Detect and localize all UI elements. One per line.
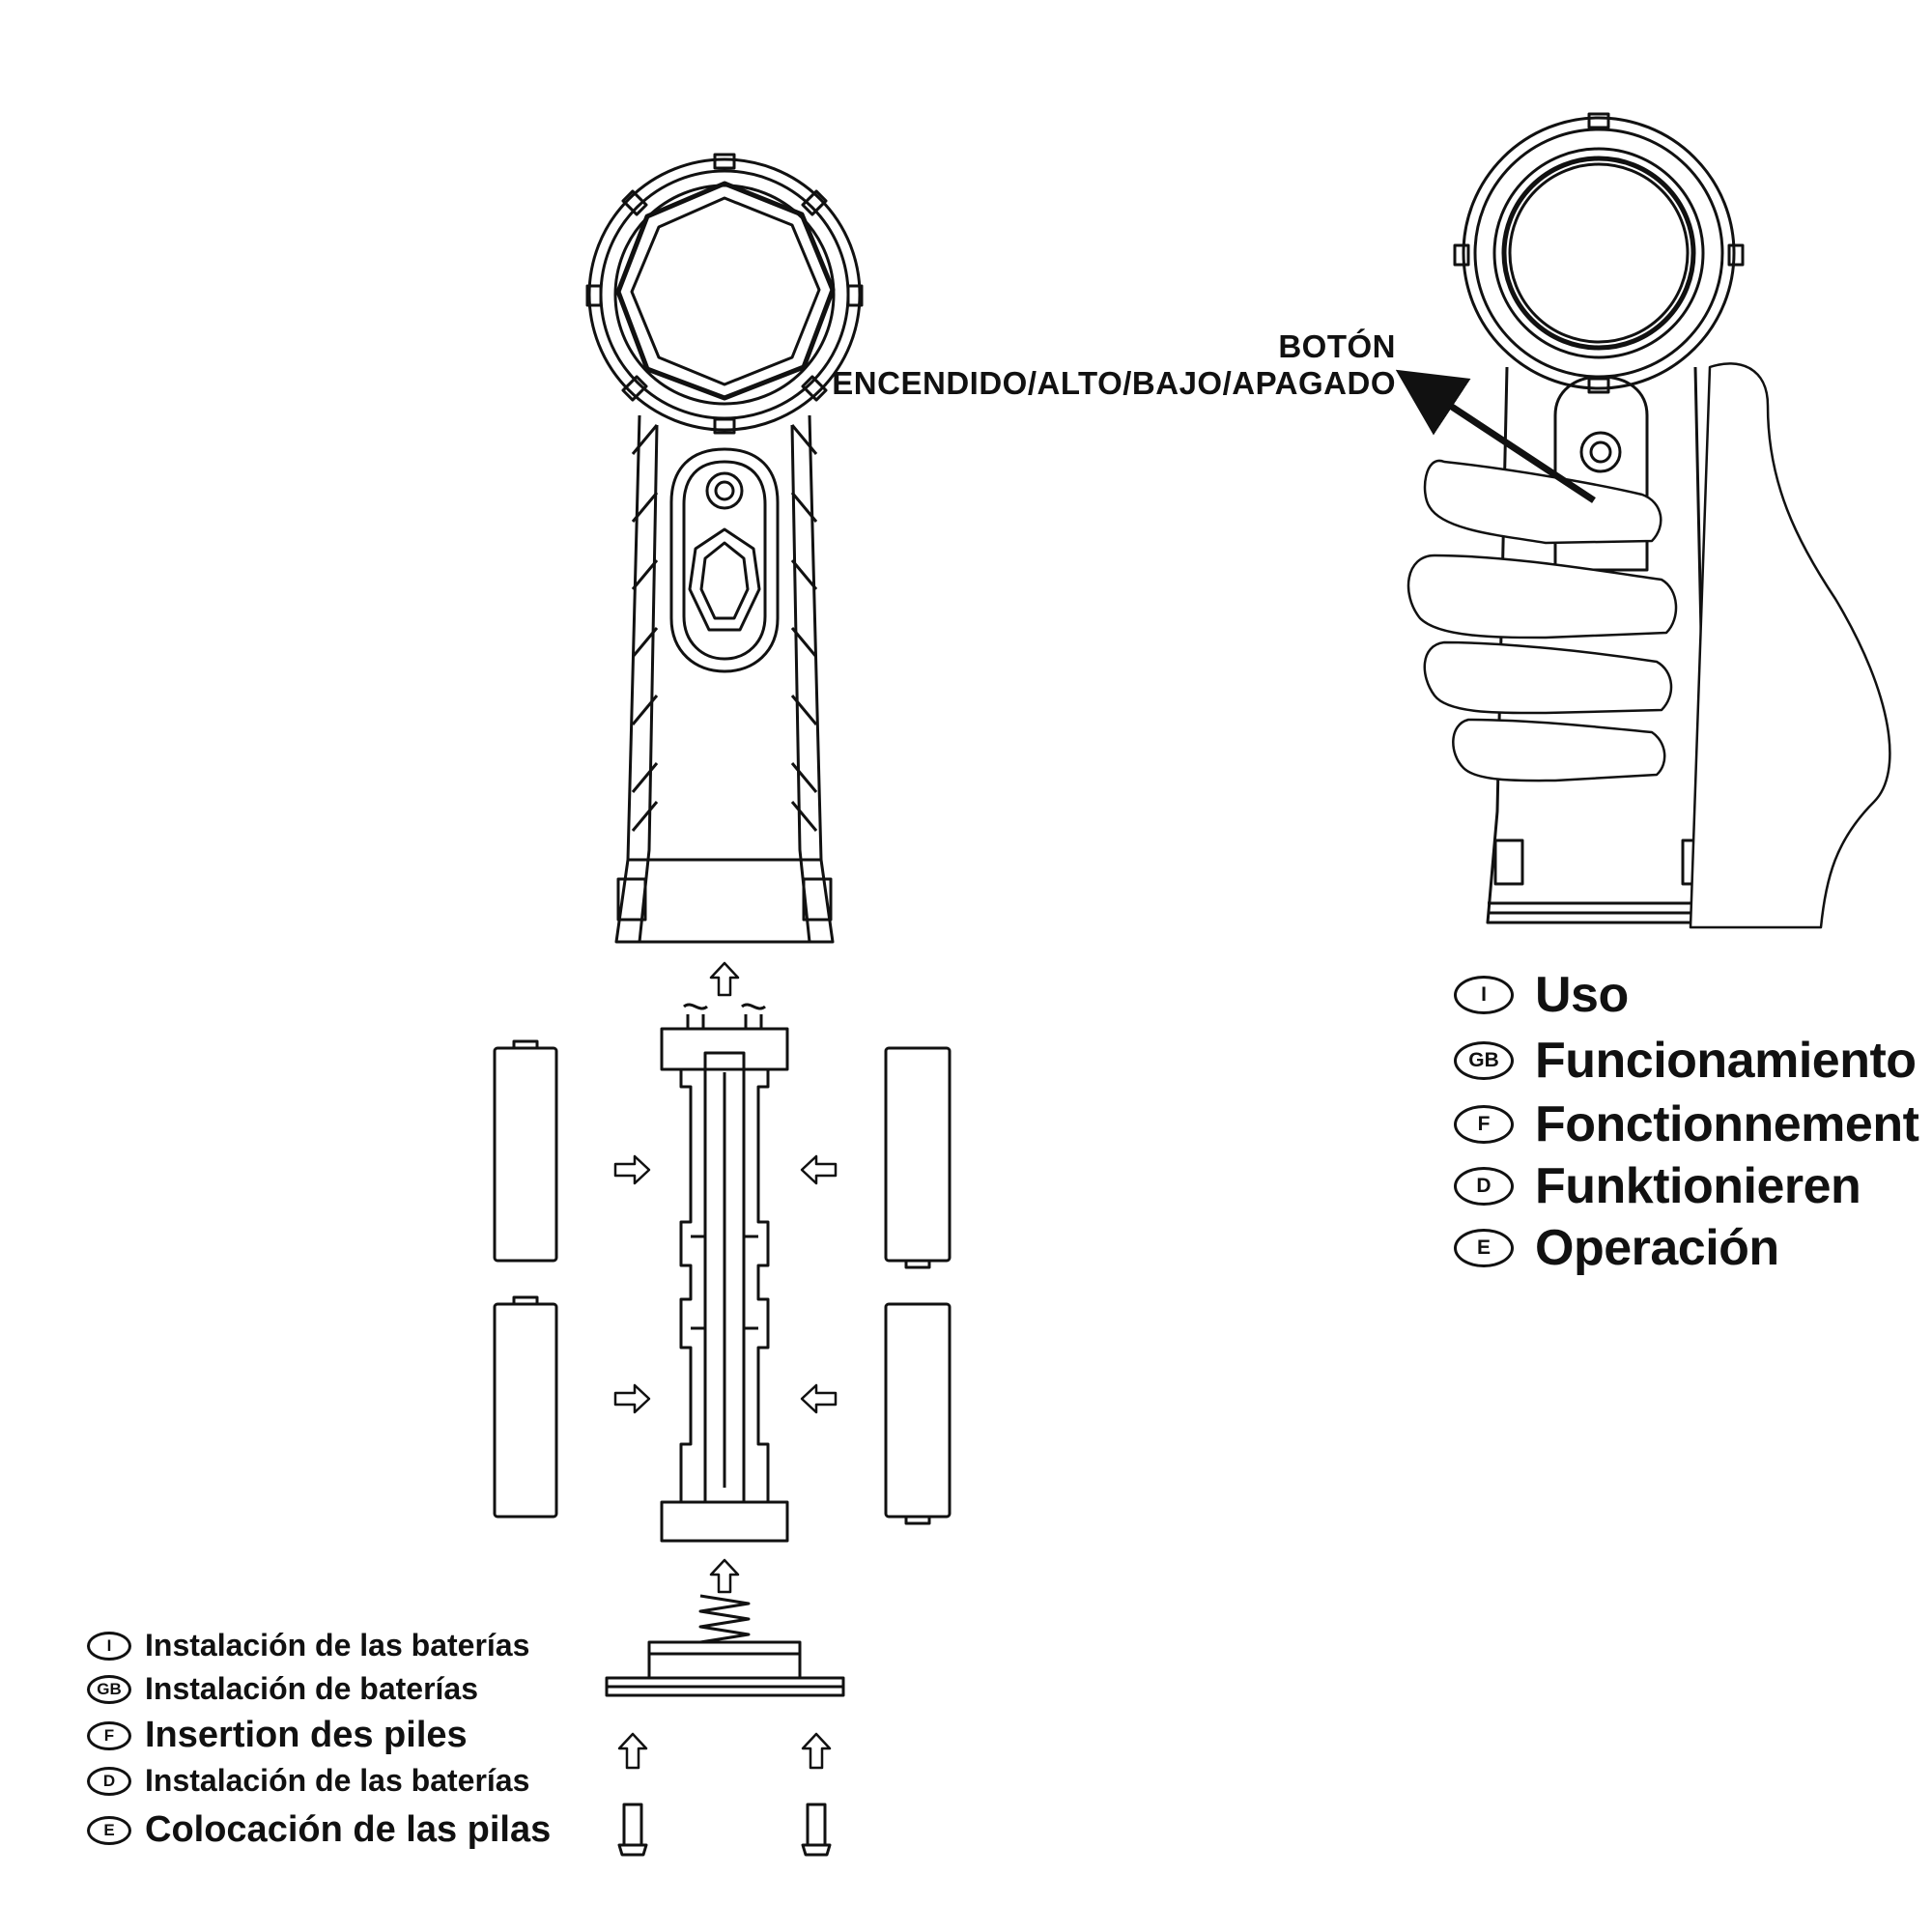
battery-label-gb: GB Instalación de baterías (87, 1671, 478, 1707)
power-button-callout: BOTÓN ENCENDIDO/ALTO/BAJO/APAGADO (832, 328, 1396, 402)
operation-label-text: Funktionieren (1535, 1158, 1861, 1214)
battery-bottom-right (884, 1302, 952, 1525)
arrow-right-icon (613, 1383, 651, 1414)
flashlight-head (585, 153, 864, 435)
operation-label-e: E Operación (1454, 1219, 1779, 1277)
language-badge: GB (1454, 1041, 1514, 1080)
arrow-right-icon (613, 1154, 651, 1185)
arrow-up-icon (709, 1558, 740, 1594)
battery-top-right (884, 1046, 952, 1269)
flashlight-body (614, 414, 835, 944)
operation-label-d: D Funktionieren (1454, 1157, 1861, 1215)
language-badge: GB (87, 1674, 131, 1704)
battery-label-text: Instalación de las baterías (145, 1628, 530, 1662)
language-badge: D (87, 1766, 131, 1796)
battery-label-f: F Insertion des piles (87, 1715, 468, 1756)
language-badge: I (87, 1631, 131, 1661)
arrow-left-icon (800, 1154, 838, 1185)
switch-plate (669, 447, 780, 673)
battery-label-i: I Instalación de las baterías (87, 1628, 529, 1663)
operation-label-text: Operación (1535, 1220, 1779, 1276)
language-badge: F (1454, 1105, 1514, 1144)
callout-arrow (1395, 369, 1596, 503)
octagon-lens (615, 181, 836, 401)
battery-label-d: D Instalación de las baterías (87, 1763, 529, 1799)
operation-label-text: Fonctionnement (1535, 1096, 1919, 1152)
operation-label-text: Uso (1535, 967, 1629, 1023)
battery-label-e: E Colocación de las pilas (87, 1809, 551, 1851)
operation-label-gb: GB Funcionamiento (1454, 1032, 1917, 1090)
language-badge: F (87, 1720, 131, 1750)
battery-bottom-left (493, 1295, 558, 1519)
battery-label-text: Instalación de baterías (145, 1671, 479, 1706)
arrow-left-icon (800, 1383, 838, 1414)
exploded-flashlight (493, 153, 952, 1857)
language-badge: E (1454, 1229, 1514, 1267)
arrow-up-icon (617, 1732, 648, 1770)
arrow-up-icon (801, 1732, 832, 1770)
in-hand-head (1453, 112, 1745, 394)
battery-label-text: Colocación de las pilas (145, 1809, 552, 1850)
end-cap (605, 1594, 845, 1697)
power-button (705, 471, 744, 510)
battery-top-left (493, 1039, 558, 1263)
callout-line-1: BOTÓN (1278, 328, 1396, 364)
screw-left (617, 1803, 648, 1857)
operation-label-i: I Uso (1454, 966, 1629, 1024)
screw-right (801, 1803, 832, 1857)
operation-label-f: F Fonctionnement (1454, 1095, 1919, 1153)
battery-label-text: Instalación de las baterías (145, 1763, 530, 1798)
spring (698, 1594, 751, 1644)
hand (1406, 362, 1891, 929)
language-badge: D (1454, 1167, 1514, 1206)
battery-carrier (660, 1003, 789, 1543)
language-badge: I (1454, 976, 1514, 1014)
language-badge: E (87, 1815, 131, 1845)
battery-label-text: Insertion des piles (145, 1715, 468, 1755)
flashlight-in-hand (1395, 112, 1891, 929)
round-lens (1501, 156, 1696, 351)
assembly-arrows (613, 961, 838, 1770)
arrow-up-icon (709, 961, 740, 997)
callout-line-2: ENCENDIDO/ALTO/BAJO/APAGADO (832, 365, 1396, 401)
operation-label-text: Funcionamiento (1535, 1033, 1917, 1089)
